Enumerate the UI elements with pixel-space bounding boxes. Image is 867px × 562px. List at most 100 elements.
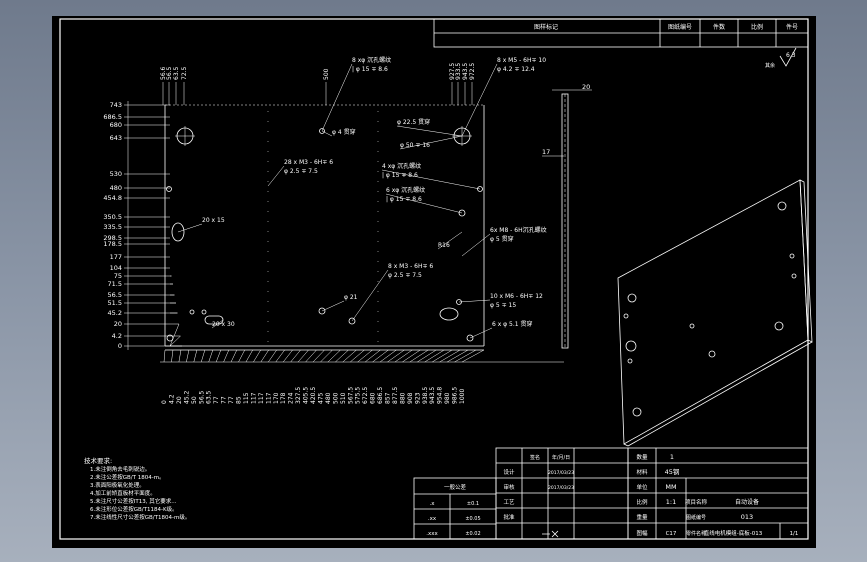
version-value: C17 — [666, 531, 677, 537]
y-dim-label: 51.5 — [108, 299, 122, 307]
tolerance-cell: ±0.1 — [467, 501, 479, 507]
callout-text: φ 5 贯穿 — [490, 235, 514, 243]
x-dim-label: 672.5 — [362, 387, 369, 404]
x-dim-label: 63.5 — [206, 390, 213, 404]
x-dim-label: 20 — [176, 396, 183, 404]
page-value: 1/1 — [790, 531, 799, 537]
x-dim-label: 575.5 — [355, 387, 362, 404]
callout-text: 6 x φ 5.1 贯穿 — [492, 320, 533, 328]
drawing-no-label: 图纸编号 — [686, 514, 706, 521]
top-dim-label: 972.5 — [469, 63, 476, 80]
y-dim-label: 530 — [110, 170, 122, 178]
callout-text: 6 xφ 沉孔螺纹 — [386, 186, 425, 194]
tech-note-item: 5.未注尺寸公差按IT13, 其它要求... — [90, 497, 177, 505]
x-dim-label: 405.5 — [303, 387, 310, 404]
y-dim-label: 71.5 — [108, 280, 122, 288]
callout-text: 8 x M5 - 6H∓ 10 — [497, 57, 546, 64]
x-dim-label: 880 — [399, 392, 406, 404]
x-dim-label: 420.5 — [310, 387, 317, 404]
top-dim-label: 927.5 — [449, 63, 456, 80]
material-label: 材料 — [636, 468, 648, 476]
x-dim-label: 480 — [325, 392, 332, 404]
project-label: 项目名称 — [685, 498, 708, 506]
tech-note-item: 3.表面阳极氧化处理。 — [90, 481, 145, 489]
drawing-no-value: 013 — [741, 513, 753, 521]
tech-note-item: 2.未注公差按GB/T 1804-m。 — [90, 473, 165, 481]
roughness-symbol: 6.3 其余 — [765, 47, 797, 69]
qty-value: 1 — [670, 453, 674, 461]
x-dim-label: 45.2 — [183, 390, 190, 404]
sign-col-header: 签名 — [530, 454, 540, 461]
weight-label: 重量 — [636, 513, 648, 521]
x-dim-label: 943.5 — [429, 387, 436, 404]
tech-notes: 技术要求: 1.未注倒角去毛刺锐边。 2.未注公差按GB/T 1804-m。 3… — [84, 456, 190, 521]
tolerance-table: 一般公差 .x ±0.1 .xx ±0.05 .xxx ±0.02 — [413, 477, 497, 540]
roughness-note: 其余 — [765, 62, 775, 69]
callout-text: | φ 15 ∓ 8.6 — [352, 66, 388, 73]
callout-text: φ 4.2 ∓ 12.4 — [497, 66, 535, 73]
callout-text: 20 x 30 — [212, 321, 235, 328]
x-dim-label: 4.2 — [168, 394, 175, 404]
header-col2: 件数 — [713, 23, 725, 31]
top-dim-label: 56.6 — [160, 66, 167, 80]
y-dim-label: 20 — [114, 320, 122, 328]
y-dim-label: 680 — [110, 121, 122, 129]
cad-drawing: 图样标记 图纸编号 件数 比例 件号 6.3 其余 — [59, 18, 813, 540]
unit-value: MM — [665, 483, 676, 491]
material-value: 45钢 — [665, 468, 680, 476]
unit-label: 单位 — [636, 483, 648, 491]
x-dim-label: 274 — [288, 392, 295, 404]
tech-notes-title: 技术要求: — [84, 456, 112, 465]
top-dim-label: 63.5 — [173, 66, 180, 80]
tolerance-cell: ±0.05 — [465, 516, 480, 522]
callout-text: 8 x M3 - 6H∓ 6 — [388, 263, 433, 270]
sign-role: 审核 — [503, 483, 515, 491]
callout-text: 8 xφ 沉孔螺纹 — [352, 56, 391, 64]
callout-text: 4 xφ 沉孔螺纹 — [382, 162, 421, 170]
callout-text: 10 x M6 - 6H∓ 12 — [490, 293, 543, 300]
side-dim-side: 17 — [542, 148, 550, 156]
part-value: 直线电机模组-底板-013 — [704, 529, 763, 537]
header-strip: 图样标记 图纸编号 件数 比例 件号 — [433, 18, 809, 48]
scale-value: 1:1 — [666, 498, 676, 506]
y-dim-label: 298.5 — [103, 234, 122, 242]
callout-text: φ 4 贯穿 — [332, 128, 356, 136]
y-dim-label: 177 — [110, 253, 122, 261]
x-dim-label: 50 — [191, 396, 198, 404]
tolerance-header: 一般公差 — [444, 483, 467, 491]
x-dim-label: 938.5 — [422, 387, 429, 404]
main-view — [164, 104, 485, 351]
top-dim-label: 56.5 — [166, 66, 173, 80]
y-dim-label: 350.5 — [103, 213, 122, 221]
y-dimensions: 743686.5680643530480454.8350.5335.5298.5… — [103, 101, 182, 350]
y-dim-label: 480 — [110, 184, 122, 192]
x-dim-label: 115 — [243, 392, 250, 404]
top-dim-label: 500 — [323, 68, 330, 80]
top-dim-label: 943.5 — [462, 63, 469, 80]
tolerance-cell: .xx — [428, 516, 437, 522]
tech-note-item: 7.未注线性尺寸公差按GB/T1804-m级。 — [90, 513, 190, 521]
sign-role: 批准 — [503, 513, 515, 521]
side-view: 20 17 — [542, 83, 592, 349]
x-dim-label: 500 — [332, 392, 339, 404]
sheet-label: 图幅 — [636, 529, 648, 537]
callout-text: φ 2.5 ∓ 7.5 — [388, 272, 422, 279]
signature-table: 签名 年/月/日 设计 2017/03/23 审核 2017/03/23 工艺 … — [495, 447, 629, 540]
x-dim-label: 178 — [280, 392, 287, 404]
callout-text: φ 22.5 贯穿 — [397, 118, 430, 126]
x-dim-label: 77 — [221, 396, 228, 404]
part-label: 零件名称 — [686, 530, 706, 537]
header-col4: 件号 — [786, 23, 798, 31]
x-dim-label: 857 — [385, 392, 392, 404]
x-dim-label: 980 — [444, 392, 451, 404]
outer-frame — [59, 18, 809, 540]
x-dim-label: 986.5 — [452, 387, 459, 404]
tech-note-item: 1.未注倒角去毛刺锐边。 — [90, 465, 150, 473]
tolerance-cell: .x — [429, 501, 435, 507]
x-dim-label: 923 — [414, 392, 421, 404]
y-dim-label: 56.5 — [108, 291, 122, 299]
x-dim-label: 908 — [407, 392, 414, 404]
x-dim-label: 56.5 — [198, 390, 205, 404]
